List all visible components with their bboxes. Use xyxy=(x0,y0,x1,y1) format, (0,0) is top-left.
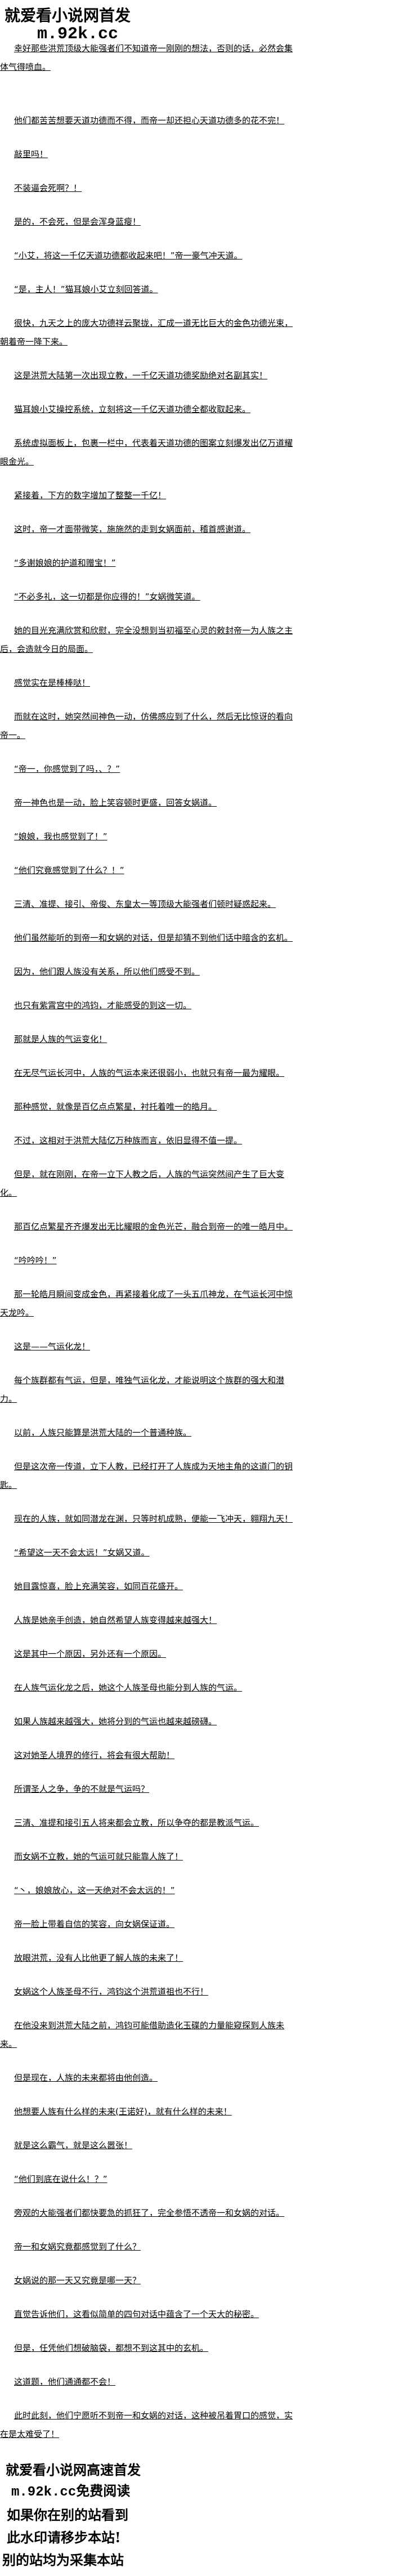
paragraph: 他们虽然能听的到帝一和女娲的对话，但是却猜不到他们话中暗含的玄机。 xyxy=(14,933,293,943)
header-watermark: 就爱看小说网首发 m.92k.cc xyxy=(0,0,394,43)
paragraph: 以前，人族只能算是洪荒大陆的一个普通种族。 xyxy=(14,1428,192,1438)
watermark-site-url: m.92k.cc xyxy=(37,25,119,44)
paragraph: 但是，就在刚刚，在帝一立下人教之后，人族的气运突然间产生了巨大变化。 xyxy=(0,1169,285,1198)
paragraph: 在人族气运化龙之后，她这个人族圣母也能分到人族的气运。 xyxy=(14,1683,243,1693)
paragraph: 感觉实在是棒棒哒！ xyxy=(14,678,91,688)
paragraph: “小艾，将这一千亿天道功德都收起来吧！”帝一豪气冲天道。 xyxy=(14,251,243,261)
paragraph: 三清、准提、接引、帝俊、东皇太一等顶级大能强者们顿时疑惑起来。 xyxy=(14,899,276,909)
paragraph: 他想要人族有什么样的未来(王诺好)，就有什么样的未来！ xyxy=(14,2107,232,2117)
paragraph: 但是现在，人族的未来都将由他创造。 xyxy=(14,2073,158,2083)
paragraph: 旁观的大能强者们都快要急的抓狂了，完全参悟不透帝一和女娲的对话。 xyxy=(14,2208,285,2218)
paragraph: 猫耳娘小艾操控系统，立刻将这一千亿天道功德全都收取起来。 xyxy=(14,404,251,414)
paragraph: 帝一脸上带着自信的笑容，向女娲保证道。 xyxy=(14,1919,175,1929)
paragraph: “他们究竟感觉到了什么？！” xyxy=(14,865,124,875)
paragraph: 帝一和女娲究竟都感觉到了什么？ xyxy=(14,2242,141,2252)
paragraph: 直觉告诉他们，这看似简单的四句对话中蕴含了一个天大的秘密。 xyxy=(14,2309,259,2319)
footer-watermark-line: 此水印请移步本站! xyxy=(7,2529,121,2546)
paragraph: 在无尽气运长河中，人族的气运本来还很弱小，也就只有帝一最为耀眼。 xyxy=(14,1068,285,1078)
paragraph: 那一轮皓月瞬间变成金色，再紧接着化成了一头五爪神龙，在气运长河中惊天龙吟。 xyxy=(0,1289,293,1318)
paragraph: 但是，任凭他们想破脑袋，都想不到这其中的玄机。 xyxy=(14,2343,209,2353)
paragraph: 每个族群都有气运，但是，唯独气运化龙，才能说明这个族群的强大和潜力。 xyxy=(0,1375,285,1404)
paragraph: 放眼洪荒，没有人比他更了解人族的未来了！ xyxy=(14,1953,183,1963)
paragraph: 所谓圣人之争，争的不就是气运吗？ xyxy=(14,1784,150,1794)
paragraph: 紧接着，下方的数字增加了整整一千亿！ xyxy=(14,490,167,500)
paragraph: 现在的人族，就如同潜龙在渊，只等时机成熟，便能一飞冲天，翱翔九天！ xyxy=(14,1514,293,1524)
paragraph: 她的目光充满欣赏和欣慰，完全没想到当初福至心灵的敕封帝一为人族之主后，会造就今日… xyxy=(0,625,293,654)
paragraph: 而就在这时，她突然间神色一动，仿佛感应到了什么，然后无比惊讶的看向帝一。 xyxy=(0,712,293,740)
paragraph: “是，主人！”猫耳娘小艾立刻回答道。 xyxy=(14,284,158,294)
paragraph: 敲里吗！ xyxy=(14,149,48,159)
paragraph: “希望这一天不会太远！”女娲又道。 xyxy=(14,1548,150,1558)
paragraph: 那就是人族的气运变化！ xyxy=(14,1034,108,1044)
paragraph: 不装逼会死啊？！ xyxy=(14,183,82,193)
paragraph: 这对她圣人境界的修行，将会有很大帮助！ xyxy=(14,1750,175,1760)
paragraph: “帝一，你感觉到了吗，、？” xyxy=(14,764,120,774)
chapter-content: 幸好那些洪荒顶级大能强者们不知道帝一刚刚的想法，否则的话，必然会集体气得喷血。他… xyxy=(0,37,293,2444)
paragraph: 但是这次帝一传道，立下人教，已经打开了人族成为天地主角的这道门的钥匙。 xyxy=(0,1461,293,1490)
paragraph: 因为，他们跟人族没有关系，所以他们感受不到。 xyxy=(14,967,200,977)
paragraph: “娘娘，我也感觉到了！” xyxy=(14,831,108,842)
paragraph: 他们都苦苦想要天道功德而不得，而帝一却还担心天道功德多的花不完！ xyxy=(14,115,285,126)
paragraph: 是的，不会死，但是会浑身蓝瘦！ xyxy=(14,217,141,227)
paragraph: 系统虚拟面板上，包裹一栏中，代表着天道功德的图案立刻爆发出亿万道耀眼金光。 xyxy=(0,438,293,467)
paragraph: 这是其中一个原因，另外还有一个原因。 xyxy=(14,1649,167,1659)
footer-watermark-line: 就爱看小说网高速首发 xyxy=(6,2462,141,2478)
paragraph: 如果人族越来越强大，她将分到的气运也越来越磅礴。 xyxy=(14,1716,217,1727)
paragraph: 很快，九天之上的庞大功德祥云聚拢，汇成一道无比巨大的金色功德光束，朝着帝一降下来… xyxy=(0,318,293,347)
footer-watermark-line: 如果你在别的站看到 xyxy=(7,2507,128,2523)
paragraph: 女娲说的那一天又究竟是哪一天？ xyxy=(14,2275,141,2286)
paragraph: 在他没来到洪荒大陆之前，鸿钧可能借助造化玉碟的力量能窥探到人族未来。 xyxy=(0,2020,285,2049)
paragraph: 帝一神色也是一动，脸上笑容顿时更盛，回答女娲道。 xyxy=(14,798,217,808)
paragraph: 不过，这相对于洪荒大陆亿万种族而言，依旧显得不值一提。 xyxy=(14,1135,243,1146)
paragraph: 那种感觉，就像是百亿点点繁星，衬托着唯一的皓月。 xyxy=(14,1102,217,1112)
paragraph: 此时此刻，他们宁愿听不到帝一和女娲的对话，这种被吊着胃口的感觉，实在是太难受了！ xyxy=(0,2410,293,2439)
paragraph: 这是——气运化龙！ xyxy=(14,1341,91,1352)
watermark-site-title: 就爱看小说网首发 xyxy=(5,6,131,25)
paragraph: “吟吟吟！” xyxy=(14,1255,57,1265)
paragraph: 这时，帝一才面带微笑，施施然的走到女娲面前，稽首感谢道。 xyxy=(14,524,251,534)
paragraph: 而女娲不立教，她的气运可就只能靠人族了！ xyxy=(14,1852,183,1862)
paragraph: 那百亿点繁星齐齐爆发出无比耀眼的金色光芒，融合到帝一的唯一皓月中。 xyxy=(14,1222,293,1232)
paragraph: 这是洪荒大陆第一次出现立教，一千亿天道功德奖励绝对名副其实！ xyxy=(14,370,268,381)
paragraph: 幸好那些洪荒顶级大能强者们不知道帝一刚刚的想法，否则的话，必然会集体气得喷血。 xyxy=(0,43,293,72)
paragraph: 也只有紫霄宫中的鸿钧，才能感受的到这一切。 xyxy=(14,1000,192,1010)
paragraph: 她目露惊喜，脸上充满笑容，如同百花盛开。 xyxy=(14,1581,183,1591)
paragraph: 女娲这个人族圣母不行，鸿钧这个洪荒道祖也不行！ xyxy=(14,1987,209,1997)
footer-watermark-line: 别的站均为采集本站 xyxy=(2,2552,124,2568)
paragraph: 这道题，他们通通都不会！ xyxy=(14,2377,116,2387)
paragraph: 就是这么霸气，就是这么嚣张！ xyxy=(14,2140,133,2150)
paragraph: “多谢娘娘的护道和赠宝！” xyxy=(14,558,116,568)
footer-watermark-line: m.92k.cc免费阅读 xyxy=(11,2485,131,2500)
paragraph: “不必多礼，这一切都是你应得的！”女娲微笑道。 xyxy=(14,592,200,602)
footer-watermark: 就爱看小说网高速首发 m.92k.cc免费阅读 如果你在别的站看到 此水印请移步… xyxy=(0,2459,394,2576)
paragraph: “他们到底在说什么！？” xyxy=(14,2174,108,2184)
paragraph: 三清、准提和接引五人将来都会立教，所以争夺的都是教派气运。 xyxy=(14,1818,259,1828)
paragraph: 人族是她亲手创造，她自然希望人族变得越来越强大！ xyxy=(14,1615,217,1625)
paragraph: “丶，娘娘放心，这一天绝对不会太远的！” xyxy=(14,1885,175,1895)
